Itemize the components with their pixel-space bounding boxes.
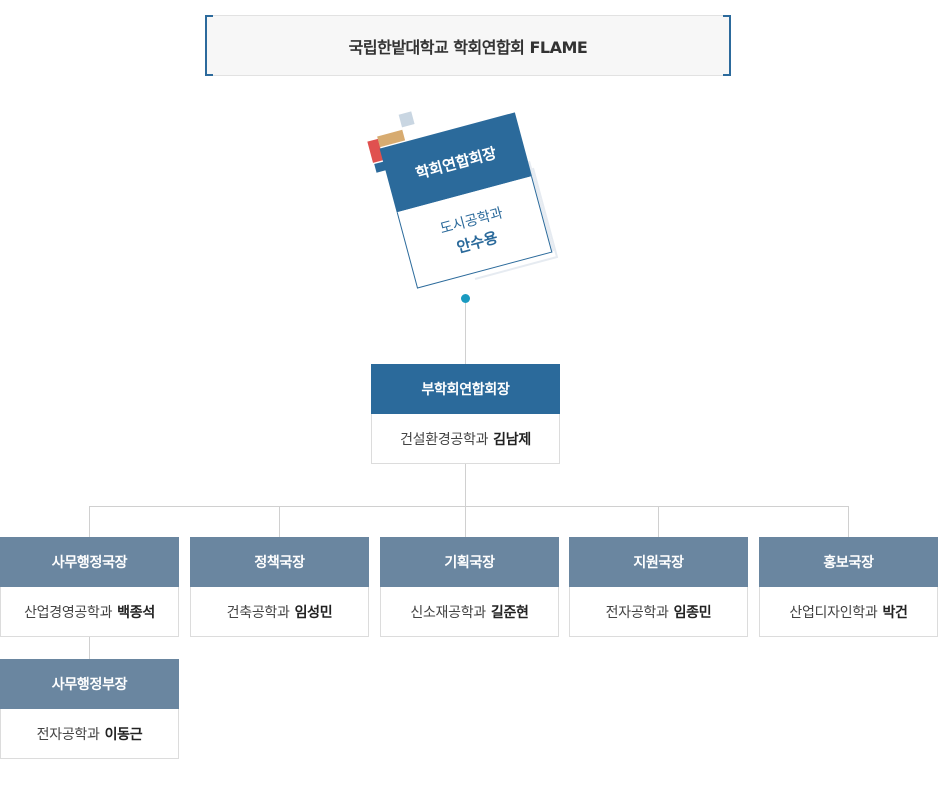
right-bracket-decoration (723, 15, 731, 76)
connector-line-vice-trunk (465, 464, 466, 506)
director-role: 기획국장 (380, 537, 559, 587)
connector-line-president-vice (465, 303, 466, 364)
left-bracket-decoration (205, 15, 213, 76)
org-title: 국립한밭대학교 학회연합회 FLAME (205, 15, 731, 76)
vice-dept: 건설환경공학과 (400, 431, 489, 448)
director-role: 정책국장 (190, 537, 369, 587)
vice-name: 김남제 (493, 431, 531, 448)
director-role: 홍보국장 (759, 537, 938, 587)
connector-line-sub (89, 637, 90, 659)
connector-drop-5 (848, 506, 849, 537)
connector-dot (461, 294, 470, 303)
director-dept: 건축공학과 (226, 604, 290, 621)
vice-role: 부학회연합회장 (371, 364, 560, 414)
connector-drop-3 (465, 506, 466, 537)
connector-drop-2 (279, 506, 280, 537)
director-dept: 산업디자인학과 (789, 604, 878, 621)
connector-line-horizontal (89, 506, 849, 507)
director-name: 백종석 (117, 604, 155, 621)
director-dept: 산업경영공학과 (24, 604, 113, 621)
sub-name: 이동근 (104, 726, 143, 743)
sub-role: 사무행정부장 (0, 659, 179, 709)
director-name: 임종민 (673, 604, 712, 621)
org-title-text: 국립한밭대학교 학회연합회 FLAME (348, 37, 588, 57)
director-dept: 전자공학과 (605, 604, 669, 621)
connector-drop-1 (89, 506, 90, 537)
director-dept: 신소재공학과 (410, 604, 486, 621)
director-role: 사무행정국장 (0, 537, 179, 587)
director-role: 지원국장 (569, 537, 748, 587)
director-name: 임성민 (294, 604, 333, 621)
director-name: 박건 (882, 604, 908, 621)
director-name: 길준현 (490, 604, 529, 621)
connector-drop-4 (658, 506, 659, 537)
sub-dept: 전자공학과 (36, 726, 100, 743)
